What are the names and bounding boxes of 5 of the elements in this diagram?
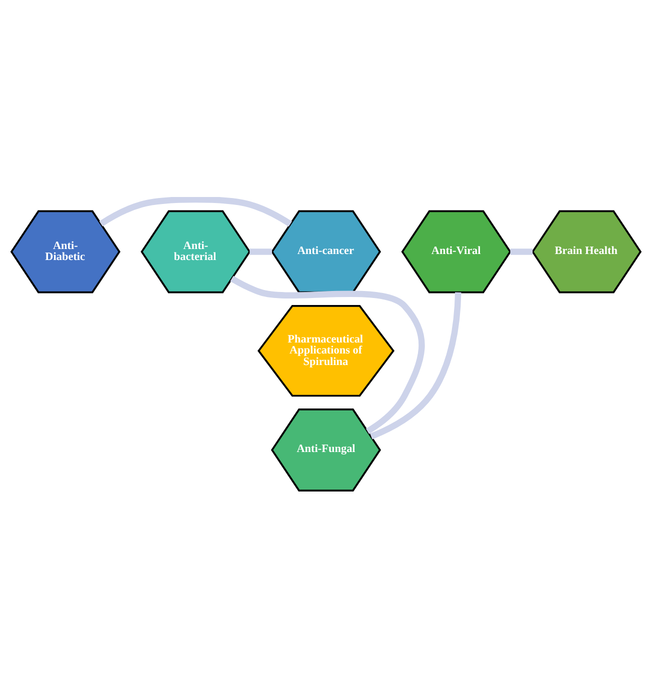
connector [510, 248, 533, 255]
connector [370, 292, 462, 440]
connector [250, 248, 272, 255]
connector [99, 197, 292, 227]
connector [230, 276, 425, 434]
